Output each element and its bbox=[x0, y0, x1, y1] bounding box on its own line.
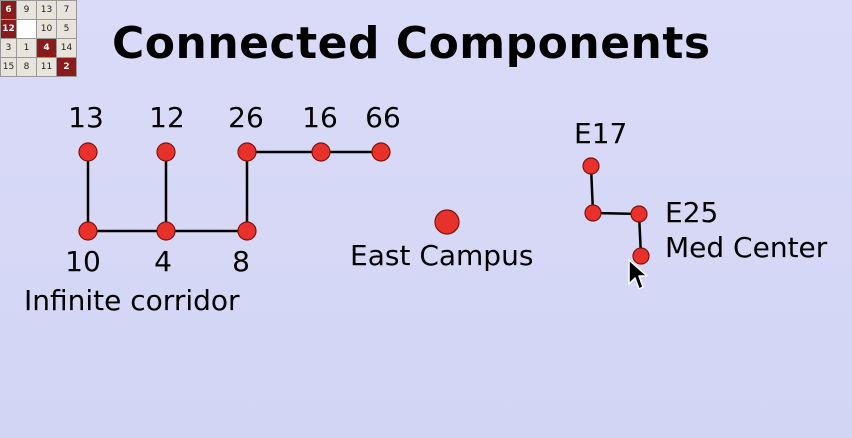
label-10: 10 bbox=[65, 245, 101, 278]
logo-cell: 10 bbox=[37, 20, 56, 38]
node-8 bbox=[237, 221, 257, 241]
logo-cell: 2 bbox=[57, 58, 76, 76]
label-8: 8 bbox=[232, 245, 250, 278]
node-med-center bbox=[632, 247, 650, 265]
logo-cell: 8 bbox=[17, 58, 36, 76]
logo-cell: 5 bbox=[57, 20, 76, 38]
label-12: 12 bbox=[149, 101, 185, 134]
label-east-campus: East Campus bbox=[350, 239, 533, 272]
label-26: 26 bbox=[228, 101, 264, 134]
label-e25: E25 bbox=[665, 196, 718, 229]
node-e17 bbox=[582, 157, 600, 175]
node-66 bbox=[371, 142, 391, 162]
node-13 bbox=[78, 142, 98, 162]
logo-cell: 14 bbox=[57, 39, 76, 57]
label-med-center: Med Center bbox=[665, 231, 828, 264]
logo-cell bbox=[17, 20, 36, 38]
logo-cell: 15 bbox=[1, 58, 16, 76]
node-4 bbox=[156, 221, 176, 241]
label-13: 13 bbox=[68, 101, 104, 134]
label-e17: E17 bbox=[574, 117, 627, 150]
logo-cell: 1 bbox=[17, 39, 36, 57]
logo-cell: 4 bbox=[37, 39, 56, 57]
logo-cell: 7 bbox=[57, 1, 76, 19]
node-16 bbox=[311, 142, 331, 162]
node-east-campus bbox=[434, 209, 460, 235]
node-26 bbox=[237, 142, 257, 162]
logo-cell: 6 bbox=[1, 1, 16, 19]
label-66: 66 bbox=[365, 101, 401, 134]
slide-title: Connected Components bbox=[112, 18, 711, 69]
graph-nodes bbox=[78, 142, 650, 265]
node-e25 bbox=[630, 205, 648, 223]
mouse-pointer-icon bbox=[628, 259, 648, 290]
label-infinite-corridor: Infinite corridor bbox=[24, 284, 240, 317]
logo-cell: 9 bbox=[17, 1, 36, 19]
logo-cell: 13 bbox=[37, 1, 56, 19]
logo-cell: 11 bbox=[37, 58, 56, 76]
label-4: 4 bbox=[154, 245, 172, 278]
node-e17-e25-junction bbox=[584, 204, 602, 222]
graph-labels: 13 12 26 16 66 10 4 8 Infinite corridor … bbox=[24, 101, 828, 317]
logo-cell: 12 bbox=[1, 20, 16, 38]
node-10 bbox=[78, 221, 98, 241]
node-12 bbox=[156, 142, 176, 162]
logo-cell: 3 bbox=[1, 39, 16, 57]
label-16: 16 bbox=[302, 101, 338, 134]
